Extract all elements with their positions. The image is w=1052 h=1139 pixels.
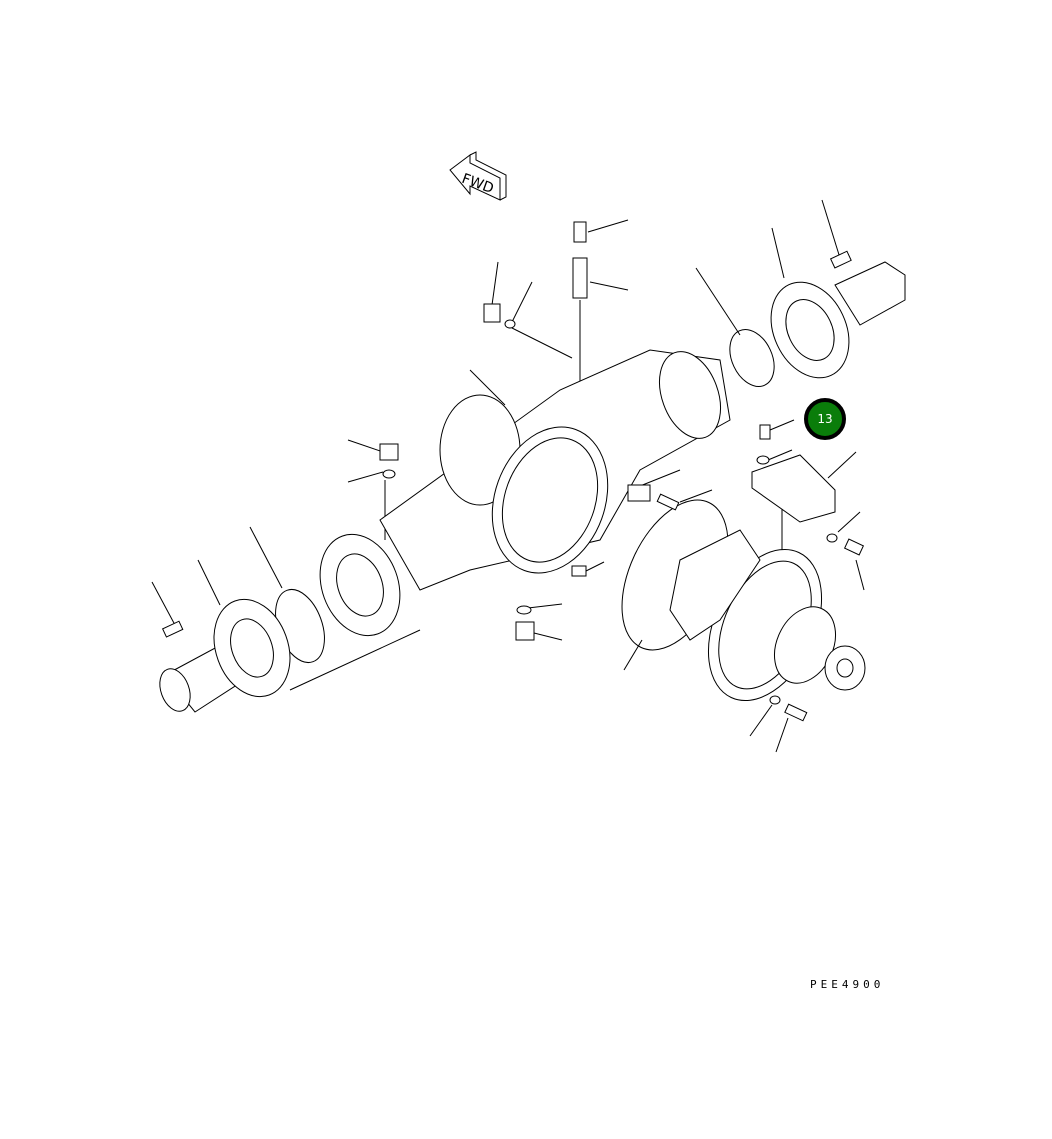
leader-lines	[151, 199, 865, 753]
callout-13-button[interactable]: 13	[804, 398, 846, 440]
left-parts	[275, 443, 401, 663]
axle-housing	[379, 349, 731, 591]
fwd-arrow-icon: FWD	[449, 151, 507, 201]
left-axle-shaft	[159, 598, 291, 713]
cover-plate	[656, 424, 865, 722]
right-axle-shaft	[729, 250, 906, 387]
drawing-code: PEE4900	[810, 978, 885, 991]
differential-carrier	[621, 499, 866, 702]
drain-plug	[515, 565, 587, 641]
breather	[483, 221, 588, 329]
